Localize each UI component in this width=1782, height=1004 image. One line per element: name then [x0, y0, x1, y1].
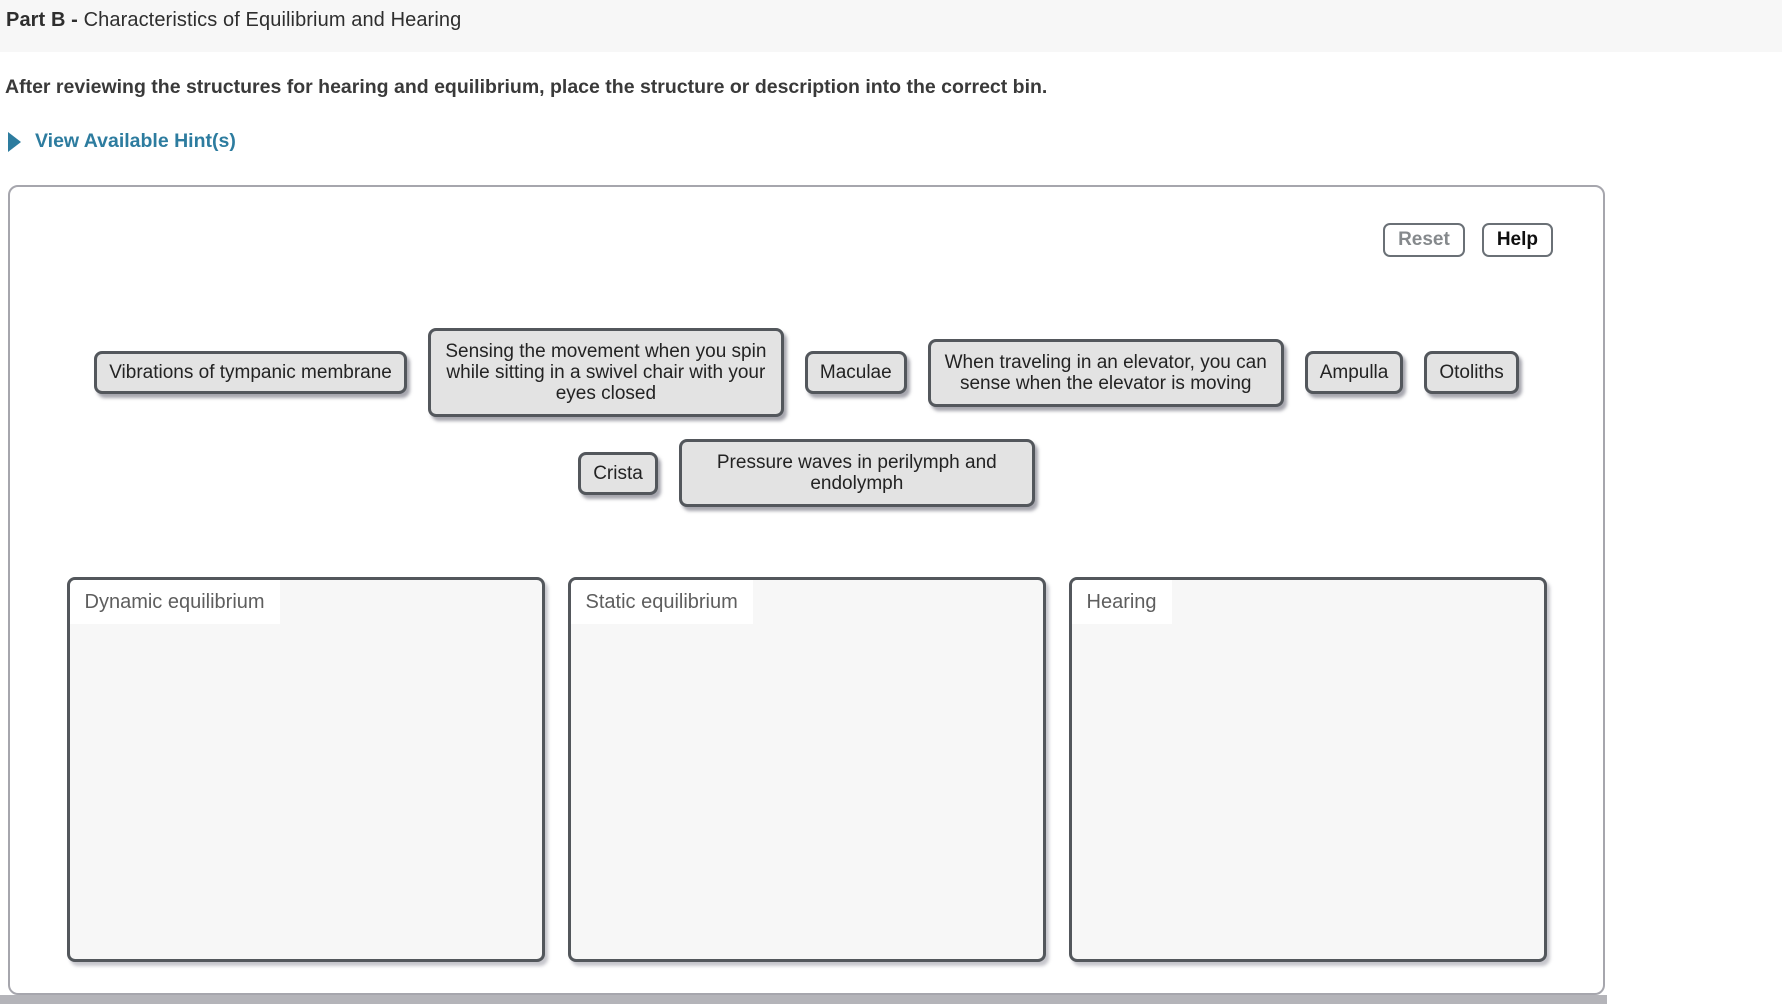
bin-hearing[interactable]: Hearing [1068, 577, 1547, 962]
drag-chip-pressure-waves[interactable]: Pressure waves in perilymph and endolymp… [678, 439, 1035, 507]
part-title: Part B - Characteristics of Equilibrium … [6, 9, 461, 32]
bin-label-static-equilibrium: Static equilibrium [570, 580, 753, 624]
view-hints-link[interactable]: View Available Hint(s) [8, 130, 236, 153]
drag-chip-ampulla[interactable]: Ampulla [1304, 351, 1404, 394]
bins-row: Dynamic equilibrium Static equilibrium H… [10, 577, 1603, 962]
view-hints-label: View Available Hint(s) [35, 130, 236, 152]
panel-buttons: Reset Help [1383, 223, 1553, 257]
drag-chip-crista[interactable]: Crista [578, 451, 658, 495]
instruction-text: After reviewing the structures for heari… [5, 76, 1048, 98]
bin-label-dynamic-equilibrium: Dynamic equilibrium [69, 580, 280, 624]
part-label: Part B - [6, 9, 78, 31]
drag-chip-maculae[interactable]: Maculae [804, 351, 907, 394]
drag-chip-sensing-movement-swivel-chair[interactable]: Sensing the movement when you spin while… [427, 328, 784, 417]
bin-dynamic-equilibrium[interactable]: Dynamic equilibrium [66, 577, 545, 962]
sorting-activity-panel: Reset Help Vibrations of tympanic membra… [8, 185, 1605, 995]
triangle-right-icon [8, 131, 21, 152]
help-button[interactable]: Help [1481, 223, 1553, 257]
drag-chip-vibrations-of-tympanic-membrane[interactable]: Vibrations of tympanic membrane [94, 351, 407, 394]
drag-chip-elevator-moving[interactable]: When traveling in an elevator, you can s… [927, 338, 1284, 407]
reset-button[interactable]: Reset [1383, 223, 1465, 257]
drag-chip-otoliths[interactable]: Otoliths [1424, 351, 1519, 394]
bin-label-hearing: Hearing [1071, 580, 1172, 624]
part-header-band: Part B - Characteristics of Equilibrium … [0, 0, 1782, 52]
chip-row-2: Crista Pressure waves in perilymph and e… [10, 439, 1603, 507]
part-title-text: Characteristics of Equilibrium and Heari… [83, 9, 462, 31]
bin-static-equilibrium[interactable]: Static equilibrium [567, 577, 1046, 962]
bottom-section-edge [0, 995, 1607, 1004]
chip-row-1: Vibrations of tympanic membrane Sensing … [10, 328, 1603, 417]
